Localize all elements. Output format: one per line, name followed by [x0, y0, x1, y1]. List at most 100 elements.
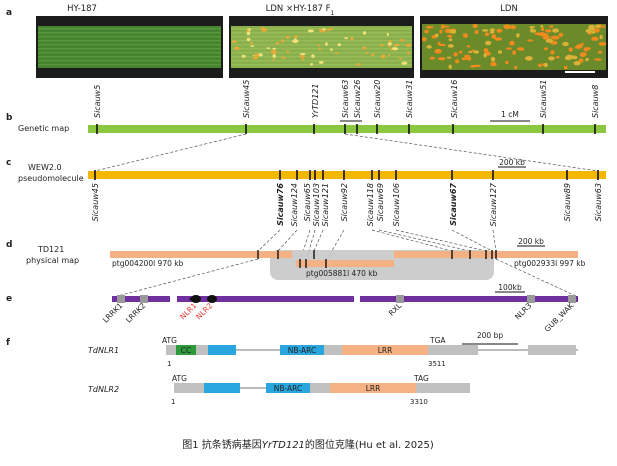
- rust-pustule: [483, 48, 489, 53]
- rust-pustule: [485, 40, 492, 46]
- chlorotic-spot: [330, 48, 333, 51]
- rust-pustule: [538, 63, 542, 68]
- chlorotic-spot: [259, 27, 265, 29]
- chlorotic-spot: [286, 49, 289, 54]
- rust-pustule: [509, 40, 515, 46]
- panel-f-label: f: [6, 338, 10, 348]
- chlorotic-spot: [386, 32, 389, 37]
- panel-a-label: a: [6, 8, 12, 18]
- rust-pustule: [503, 24, 511, 30]
- pseudomolecule-bar: [88, 171, 606, 179]
- rust-pustule: [448, 38, 453, 42]
- rust-pustule: [473, 50, 480, 54]
- gene-nlr1: NLR1: [178, 301, 199, 322]
- marker-c-sicauw106: Sicauw106: [392, 183, 401, 226]
- chlorotic-spot: [246, 31, 251, 36]
- panel-b-label: b: [6, 113, 13, 123]
- rust-pustule: [497, 50, 503, 54]
- rust-pustule: [438, 57, 446, 61]
- gene-rxl: RXL: [387, 300, 404, 317]
- leaf-photo-resistant: [36, 16, 223, 78]
- chlorotic-spot: [270, 50, 277, 54]
- marker-sicauw20: Sicauw20: [373, 80, 382, 118]
- rust-pustule: [422, 37, 427, 42]
- marker-sicauw8: Sicauw8: [591, 85, 600, 118]
- leaf-photo-intermediate: [229, 16, 414, 78]
- tdnlr1-start-pos: 1: [167, 360, 171, 368]
- contig-ptg005881l: [296, 260, 394, 267]
- chlorotic-spot: [398, 57, 403, 60]
- chlorotic-spot: [371, 53, 375, 57]
- rust-pustule: [527, 39, 534, 42]
- panel-a-title-2: LDN ×HY-187 F1: [266, 4, 335, 17]
- tdnlr2-blue-block: [204, 383, 240, 393]
- rust-pustule: [565, 54, 574, 60]
- chlorotic-spot: [285, 35, 290, 39]
- rust-pustule: [482, 29, 489, 32]
- rust-pustule: [462, 33, 468, 38]
- marker-c-sicauw121: Sicauw121: [321, 183, 330, 226]
- rust-pustule: [545, 38, 553, 43]
- tdnlr1-start-codon: ATG: [162, 336, 177, 345]
- tdnlr1-stop-codon: TGA: [429, 336, 446, 345]
- marker-sicauw31: Sicauw31: [405, 80, 414, 118]
- rust-pustule: [474, 31, 479, 34]
- rust-pustule: [437, 41, 441, 46]
- chlorotic-spot: [266, 47, 271, 49]
- marker-c-sicauw67: Sicauw67: [449, 183, 458, 226]
- marker-c-sicauw65: Sicauw65: [303, 183, 312, 221]
- rust-pustule: [599, 34, 603, 40]
- rust-pustule: [545, 29, 552, 33]
- panel-c-label: c: [6, 158, 11, 168]
- physical-map-title-1: TD121: [37, 245, 64, 254]
- tdnlr2-lrr-label: LRR: [366, 384, 381, 393]
- chlorotic-spot: [318, 28, 322, 32]
- marker-c-sicauw45: Sicauw45: [91, 183, 100, 221]
- tdnlr2-nbarc-domain: [266, 383, 310, 393]
- rust-pustule: [446, 56, 452, 59]
- tdnlr1-name: TdNLR1: [88, 346, 119, 355]
- chlorotic-spot: [233, 46, 240, 51]
- rust-pustule: [447, 44, 454, 48]
- chlorotic-spot: [407, 51, 410, 55]
- marker-c-sicauw118: Sicauw118: [366, 183, 375, 226]
- tdnlr1-lrr-label: LRR: [378, 346, 393, 355]
- marker-sicauw63: Sicauw63: [341, 80, 350, 118]
- tdnlr1-exon-d: [528, 345, 576, 355]
- physical-scale-label: 200 kb: [518, 237, 544, 246]
- tdnlr2-utr3: [416, 383, 470, 393]
- gene-labels: LRRK1 LRRK2 NLR1 NLR2 RXL NLR3 GUB_WAK: [101, 300, 576, 333]
- rust-pustule: [568, 47, 573, 52]
- rust-pustule: [496, 28, 503, 33]
- chlorotic-spot: [246, 29, 250, 32]
- gene-lrrk2: LRRK2: [124, 301, 148, 325]
- chlorotic-spot: [388, 54, 391, 57]
- marker-sicauw45: Sicauw45: [242, 80, 251, 118]
- chlorotic-spot: [380, 54, 386, 59]
- rust-pustule: [512, 50, 517, 55]
- genetic-scale-label: 1 cM: [501, 110, 519, 119]
- connectors-d-e: [113, 258, 579, 298]
- rust-pustule: [466, 45, 471, 48]
- rust-pustule: [489, 30, 495, 34]
- chlorotic-spot: [280, 39, 284, 43]
- gene-lrrk1: LRRK1: [101, 301, 125, 325]
- panel-e-label: e: [6, 294, 12, 304]
- pseudomolecule-ticks: [94, 170, 599, 180]
- rust-pustule: [454, 59, 460, 64]
- chlorotic-spot: [329, 27, 333, 31]
- chlorotic-spot: [379, 44, 384, 47]
- chlorotic-spot: [294, 35, 298, 39]
- tdnlr1-utr5: [166, 345, 176, 355]
- rust-pustule: [434, 48, 442, 54]
- chlorotic-spot: [311, 54, 315, 58]
- rust-pustule: [472, 23, 478, 29]
- rust-pustule: [573, 61, 581, 66]
- rust-pustule: [583, 47, 592, 50]
- gene-gub-wak: GUB_WAK: [543, 300, 576, 333]
- chlorotic-spot: [318, 43, 321, 47]
- tdnlr1-exon-b: [324, 345, 342, 355]
- rust-pustule: [595, 24, 601, 29]
- rust-pustule: [448, 64, 452, 70]
- leaf-photo-susceptible: [420, 16, 608, 78]
